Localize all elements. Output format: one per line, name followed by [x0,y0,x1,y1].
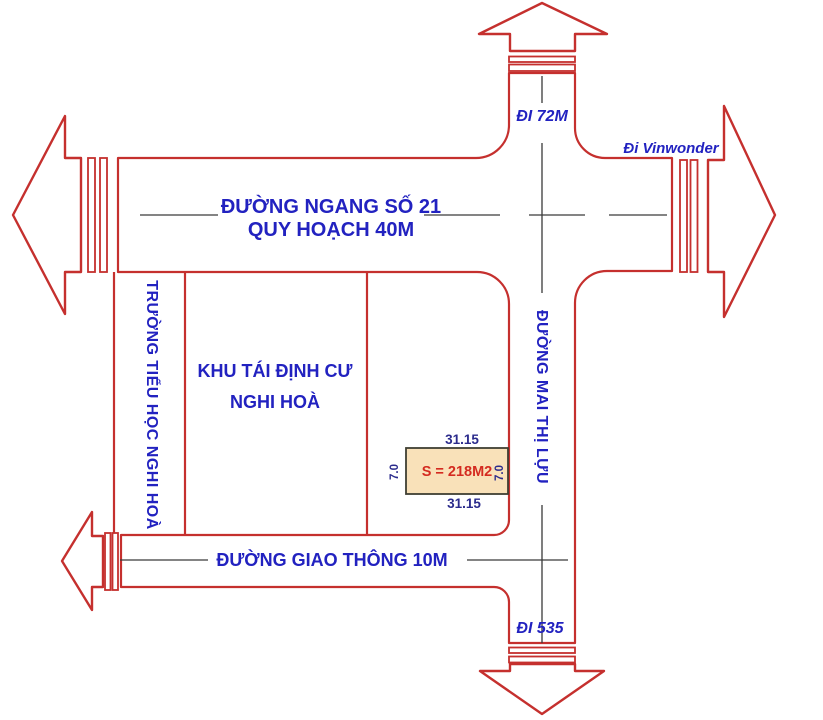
west-arrow-bar [99,157,108,273]
road-network-outline [116,71,674,645]
south-arrow-bar [508,646,576,654]
east-arrow-bar [689,159,699,273]
southwest-arrow-bar [111,532,119,591]
school-block-name: TRƯỜNG TIỂU HỌC NGHI HOÀ [143,280,162,530]
main-road-name: ĐƯỜNG NGANG SỐ 21 [221,194,441,218]
north-destination-label: ĐI 72M [516,108,568,125]
southwest-arrow-icon [60,510,105,612]
resettlement-block-name-line2: NGHI HOÀ [230,391,320,412]
east-destination-label: Đi Vinwonder [623,140,719,157]
road-centerlines [120,76,667,643]
north-arrow-bar [508,63,576,72]
south-arrow-icon [478,662,606,716]
east-arrow-bar [679,159,688,273]
south-arrow-bar [508,655,576,664]
north-arrow-bar [508,55,576,63]
north-arrow-icon [477,1,609,53]
west-arrow-icon [11,114,83,316]
east-arrow-icon [706,104,777,319]
south-destination-label: ĐI 535 [516,620,564,637]
land-plot [405,447,509,495]
resettlement-block-name-line1: KHU TÁI ĐỊNH CƯ [198,360,353,381]
plot-dimension-top: 31.15 [445,432,479,447]
bottom-road-name: ĐƯỜNG GIAO THÔNG 10M [216,549,447,570]
southwest-arrow-bar [104,532,112,591]
plot-dimension-left: 7.0 [389,464,401,480]
plot-dimension-bottom: 31.15 [447,496,481,511]
block-division-lines [112,272,369,535]
plot-area-label: S = 218M2 [422,464,493,480]
west-arrow-bar [87,157,96,273]
plot-dimension-right: 7.0 [494,465,506,481]
cross-road-name: ĐƯỜNG MAI THỊ LỰU [533,310,552,484]
main-road-plan-note: QUY HOẠCH 40M [248,219,414,241]
